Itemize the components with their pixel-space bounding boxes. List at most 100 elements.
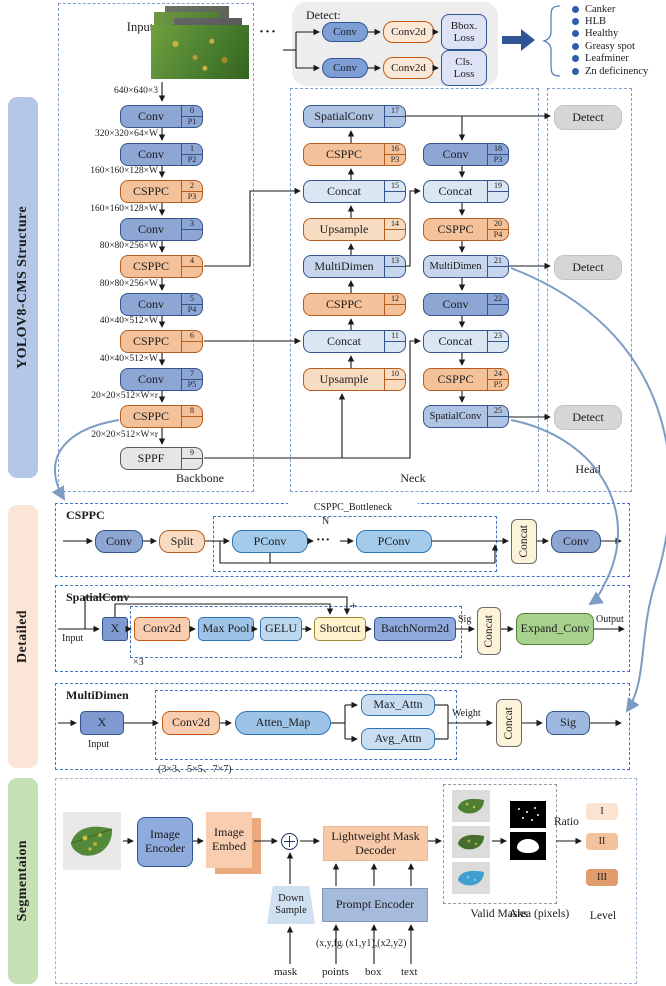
dim-label: 160×160×128×W (90, 166, 158, 176)
multidimen-atten-map: Atten_Map (235, 711, 331, 735)
cls-loss-box: Cls. Loss (441, 50, 487, 86)
points-input-label: points (322, 966, 349, 978)
legend-item: Healthy (572, 28, 648, 40)
spatialconv-detail-title: SpatialConv (66, 590, 130, 604)
sidebar-detailed-label: Detailed (15, 610, 30, 663)
node-label: SPPF (137, 451, 165, 465)
node-label: Conv (137, 297, 164, 311)
node-label: Concat (327, 334, 361, 348)
plus-circle-icon (281, 833, 298, 850)
multidimen-input-label: Input (88, 739, 110, 750)
node-label: CSPPC (132, 259, 170, 273)
node-label: Conv (137, 109, 164, 123)
detect-box-p3: Detect (554, 105, 622, 130)
leaf-icon (458, 798, 484, 814)
multidimen-detail-title: MultiDimen (66, 688, 129, 702)
detect-conv2d-box: Conv2d (383, 57, 434, 79)
weight-label: Weight (452, 708, 481, 719)
leaf-icon (70, 826, 113, 856)
ellipsis-dots: ··· (259, 24, 278, 40)
node-label: CSPPC (325, 147, 363, 161)
plus-label: + (350, 598, 357, 612)
output-label: Output (596, 614, 624, 625)
dim-label: 40×40×512×W (99, 354, 158, 364)
level-label: Level (589, 910, 617, 922)
node-label: MultiDimen (429, 261, 482, 272)
valid-masks-frame (443, 784, 557, 904)
multidimen-conv2d: Conv2d (162, 711, 220, 735)
node-multidimen-21: MultiDimen 21 (423, 255, 509, 278)
big-arrow-icon (502, 29, 535, 51)
node-tag: 15 (384, 181, 405, 202)
csppc-bottleneck-title: CSPPC_Bottleneck (288, 502, 418, 513)
node-label: CSPPC (132, 334, 170, 348)
node-label: SpatialConv (314, 109, 374, 123)
bottleneck-n-label: N (322, 516, 330, 527)
node-tag: 19 (487, 181, 508, 202)
csppc-bottleneck-frame (213, 516, 497, 572)
dim-label: 20×20×512×W×r (91, 430, 158, 440)
spatialconv-x: X (102, 617, 128, 641)
node-label: Concat (438, 334, 473, 348)
box-format-label: (x1,y1),(x2,y2) (343, 938, 409, 949)
spatialconv-expand-conv: Expand_Conv (516, 613, 594, 645)
node-label: CSPPC (132, 409, 170, 423)
spatialconv-batchnorm2d: BatchNorm2d (374, 617, 456, 641)
multidimen-avg-attn: Avg_Attn (361, 728, 435, 750)
brace-icon (541, 5, 561, 77)
csppc-pconv-1: PConv (232, 530, 308, 553)
spatialconv-shortcut: Shortcut (314, 617, 366, 641)
neck-label: Neck (400, 471, 426, 485)
level-2-box: II (586, 833, 618, 850)
points-format-label: (x,y,fg/bg) (306, 938, 368, 949)
dim-label: 20×20×512×W×r (91, 391, 158, 401)
node-label: MultiDimen (314, 259, 374, 273)
node-csppc-6: CSPPC 6 (120, 330, 203, 353)
node-label: Conv (442, 297, 469, 311)
detect-box-p5: Detect (554, 405, 622, 430)
node-label: Conv (137, 372, 164, 386)
node-tag: 21 (487, 256, 508, 277)
pconv-dots: ··· (316, 533, 331, 548)
level-1-box: I (586, 803, 618, 820)
spatialconv-input-label: Input (62, 633, 84, 644)
legend-item: Greasy spot (572, 40, 648, 52)
valid-masks-label: Valid Masks (470, 908, 528, 920)
area-mask-dots (510, 801, 546, 828)
legend-item: Zn deficinency (572, 65, 648, 77)
class-name: HLB (585, 16, 606, 28)
mask-thumb-2 (452, 826, 490, 858)
node-label: Concat (327, 184, 361, 198)
mask-input-label: mask (274, 966, 298, 978)
class-name: Canker (585, 3, 616, 15)
node-tag: 22 (487, 294, 508, 315)
node-tag: 6 (181, 331, 202, 352)
leaf-icon (458, 870, 484, 886)
segmentation-leaf-image (63, 812, 121, 870)
bbox-loss-box: Bbox. Loss (441, 14, 487, 50)
sidebar-segmentation-label: Segmentaion (15, 840, 30, 922)
node-tag: 14 (384, 219, 405, 240)
dim-label: 80×80×256×W (99, 279, 158, 289)
spatialconv-conv2d: Conv2d (134, 617, 190, 641)
concat-label: Concat (518, 525, 530, 558)
node-tag: 4 (181, 256, 202, 277)
dim-label: 80×80×256×W (99, 241, 158, 251)
detect-conv-box: Conv (322, 22, 368, 42)
mask-thumb-3 (452, 862, 490, 894)
dim-label: 320×320×64×W (94, 129, 158, 139)
sidebar-structure: YOLOV8-CMS Structure (8, 97, 38, 478)
legend-item: Canker (572, 3, 648, 15)
multidimen-x: X (80, 711, 124, 735)
class-name: Leafminer (585, 53, 629, 65)
